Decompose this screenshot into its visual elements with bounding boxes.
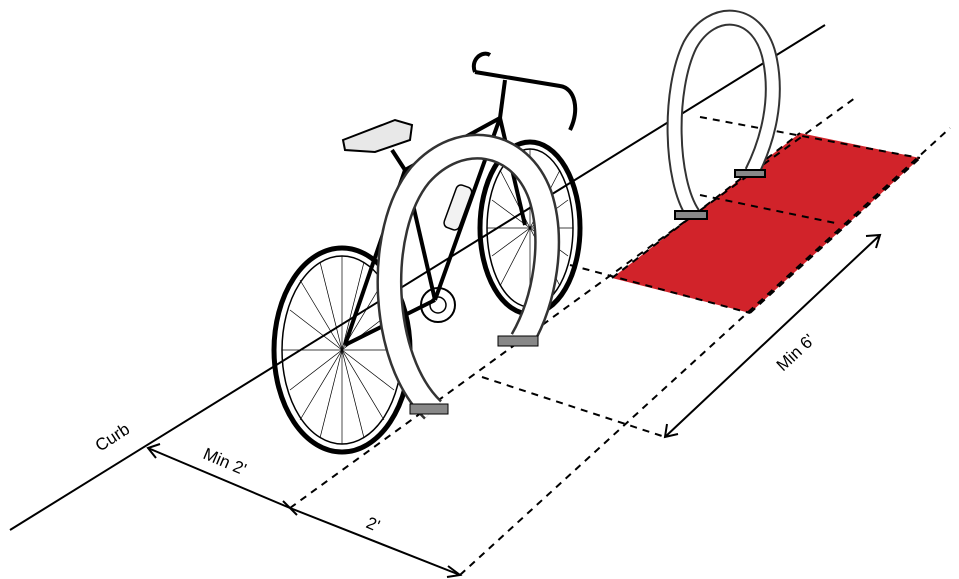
far-bike-rack xyxy=(666,9,781,220)
chainring xyxy=(420,287,456,323)
label-min-6ft: Min 6' xyxy=(773,330,819,374)
near-bike-rack xyxy=(376,133,561,420)
saddle xyxy=(341,118,414,154)
label-2ft: 2' xyxy=(363,513,382,535)
label-curb: Curb xyxy=(92,419,133,455)
water-bottle xyxy=(443,184,473,231)
handlebars xyxy=(471,51,578,131)
dimension-min-6ft xyxy=(663,233,882,439)
curb-line xyxy=(9,24,826,531)
dimension-2ft xyxy=(289,507,463,578)
dashed-layout-lines xyxy=(289,97,951,576)
highlighted-parking-zone xyxy=(612,133,920,313)
